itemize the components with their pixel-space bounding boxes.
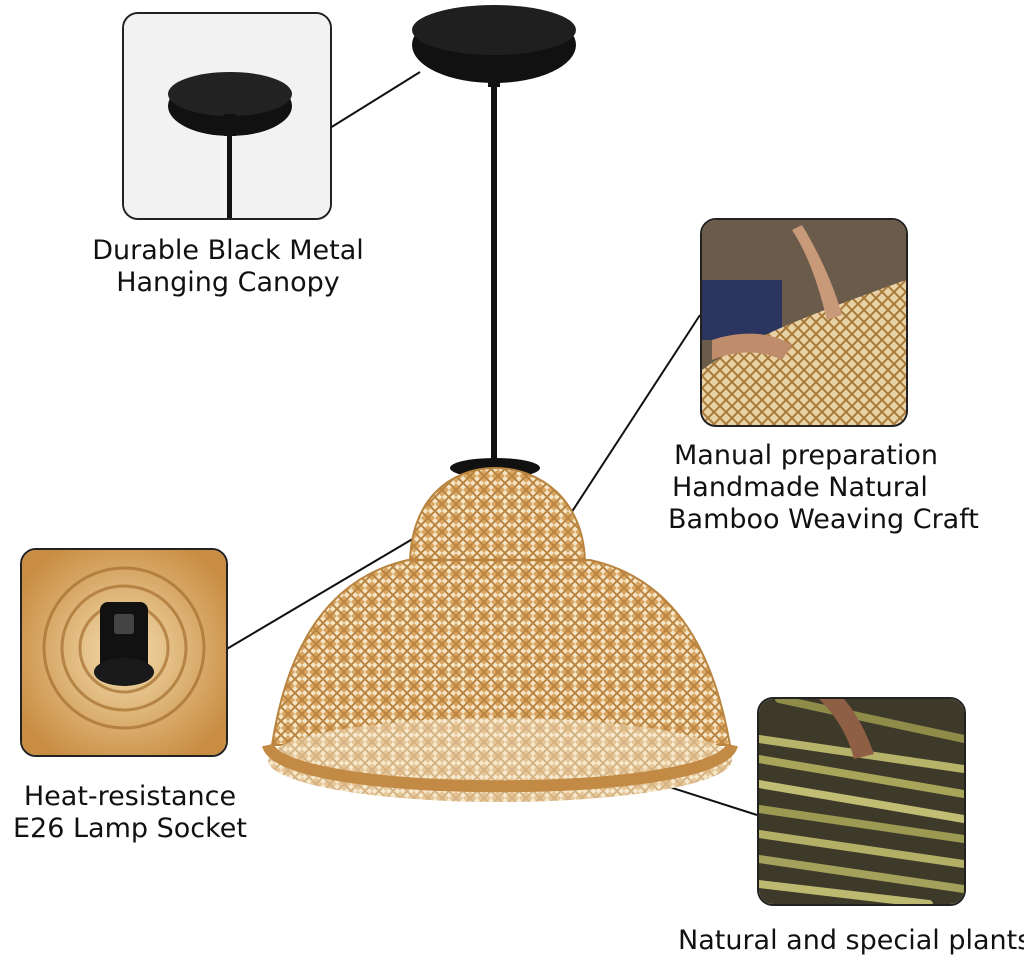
- canopy-inset: [122, 12, 332, 220]
- lamp-socket-icon: [22, 550, 226, 755]
- plants-inset: [757, 697, 966, 906]
- socket-inset: [20, 548, 228, 757]
- shade-upper-dome: [408, 466, 587, 566]
- caption-plants: Natural and special plants: [678, 925, 1024, 957]
- caption-weaving-line-2: Handmade Natural: [672, 472, 928, 503]
- caption-plants-line-1: Natural and special plants: [678, 925, 1024, 956]
- caption-socket: Heat-resistance E26 Lamp Socket: [0, 781, 260, 845]
- canopy-icon: [124, 14, 330, 218]
- power-cord: [491, 85, 497, 460]
- shade-rim-band: [262, 742, 738, 793]
- weaving-hands-icon: [702, 220, 906, 425]
- cord-grip: [488, 55, 500, 87]
- bamboo-strips-icon: [759, 699, 964, 904]
- shade-lower-bell: [270, 559, 732, 746]
- weaving-inset: [700, 218, 908, 427]
- caption-weaving-line-3: Bamboo Weaving Craft: [668, 504, 979, 535]
- pendant-lamp-image: [262, 5, 738, 802]
- caption-canopy: Durable Black Metal Hanging Canopy: [88, 235, 368, 299]
- caption-weaving: Manual preparation Handmade Natural Bamb…: [668, 440, 998, 536]
- caption-weaving-line-1: Manual preparation: [674, 440, 939, 471]
- caption-canopy-line-1: Durable Black Metal: [92, 235, 364, 266]
- caption-socket-line-1: Heat-resistance: [23, 781, 237, 812]
- caption-socket-line-2: E26 Lamp Socket: [13, 813, 247, 844]
- caption-canopy-line-2: Hanging Canopy: [116, 267, 340, 298]
